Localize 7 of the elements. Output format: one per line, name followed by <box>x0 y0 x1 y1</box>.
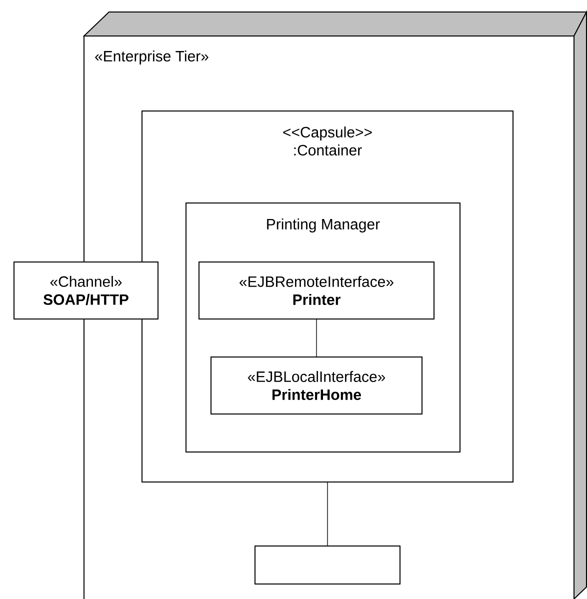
connector-line <box>327 482 328 546</box>
component-box: «EJBRemoteInterface» Printer <box>198 262 434 320</box>
component-box: «Channel» SOAP/HTTP <box>14 262 158 320</box>
component-box <box>254 546 400 584</box>
node-label: «Enterprise Tier» <box>95 50 208 64</box>
connector-line <box>316 319 317 357</box>
component-box: «EJBLocalInterface» PrinterHome <box>210 356 422 414</box>
